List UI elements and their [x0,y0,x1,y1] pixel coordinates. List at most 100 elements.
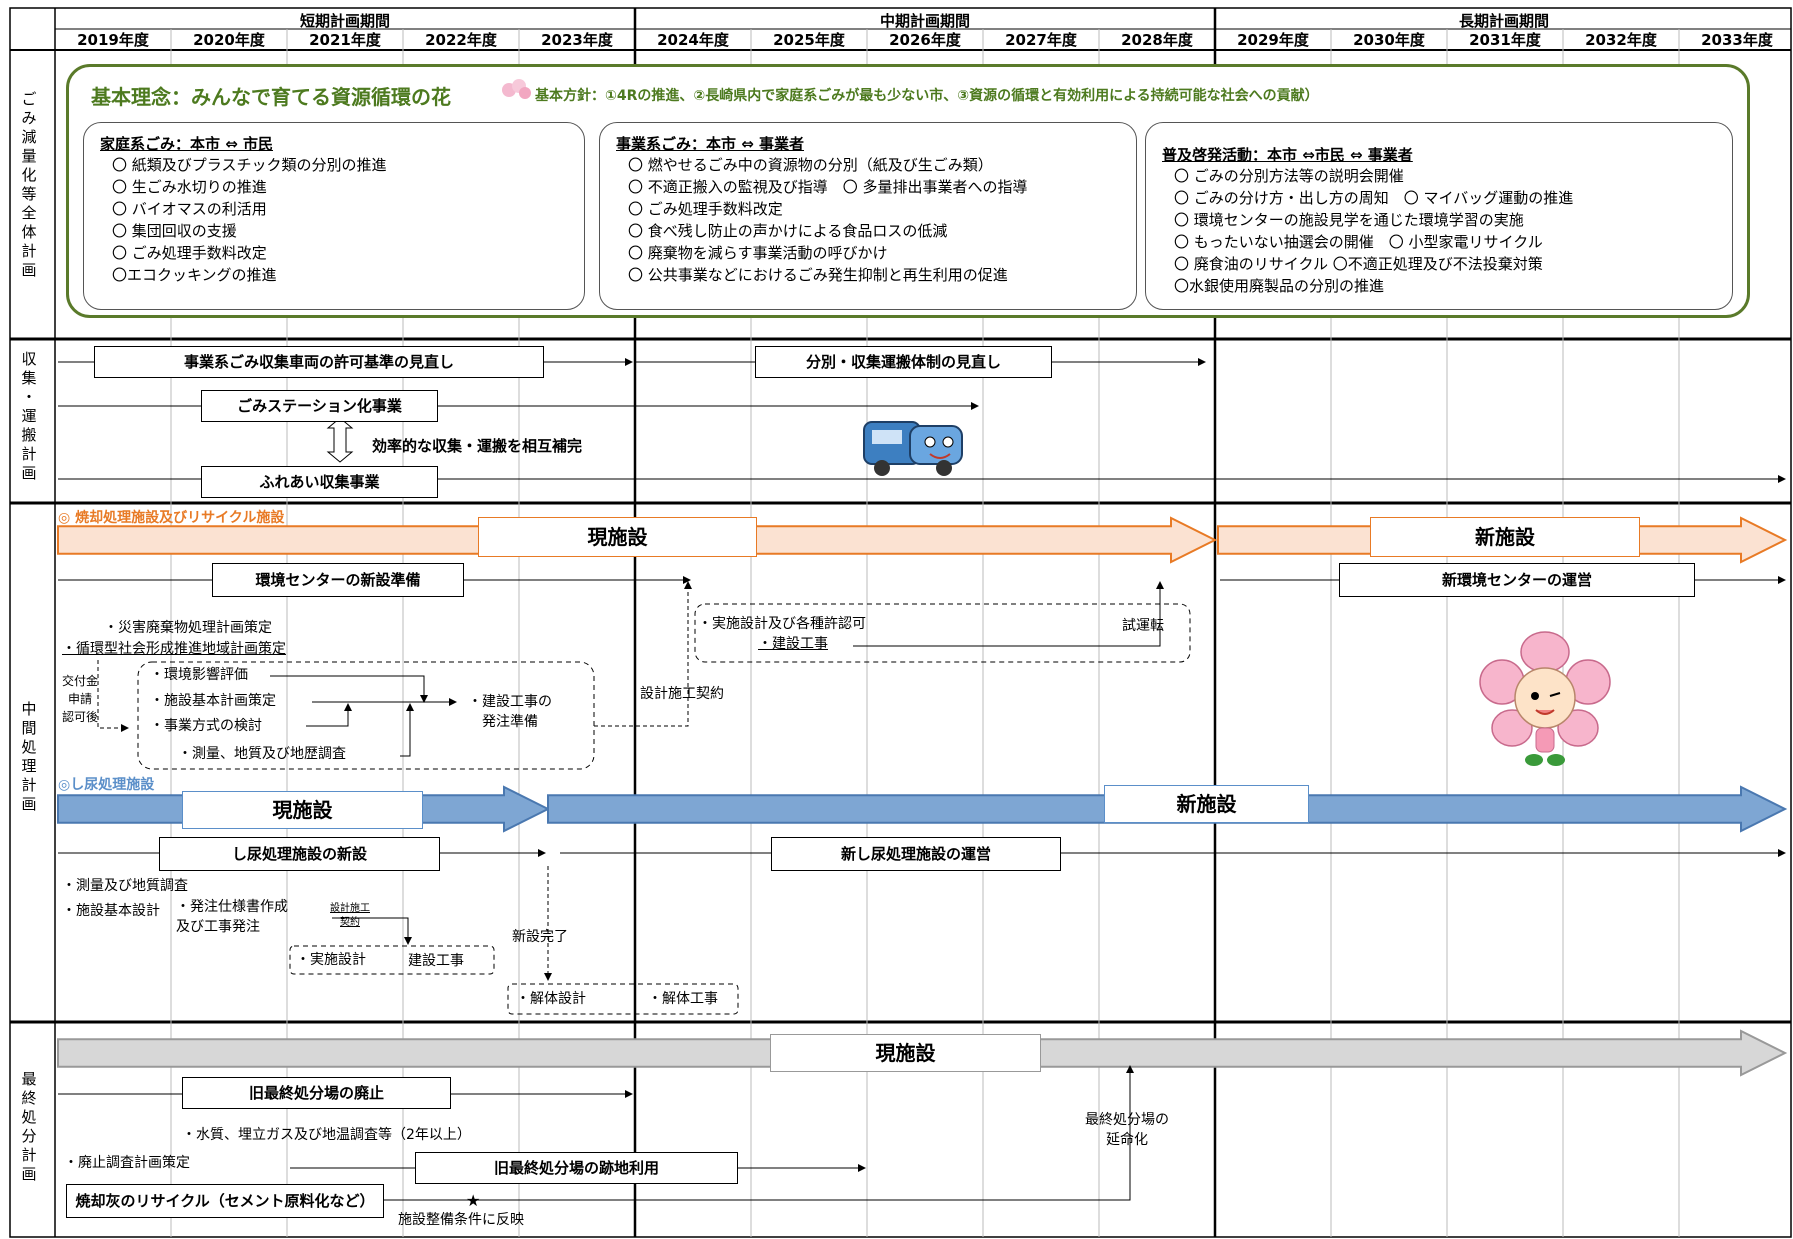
note-order-prep: ・建設工事の 発注準備 [468,694,552,730]
note-disaster-plan: ・災害廃棄物処理計画策定 [104,620,272,636]
year-header-cell: 2030年度 [1353,31,1425,49]
reduction-plan-panel: 基本理念：みんなで育てる資源循環の花 基本方針：①4Rの推進、②長崎県内で家庭系… [66,64,1750,318]
business-title: 事業系ごみ：本市 ⇔ 事業者 [616,135,805,153]
note-env-impact: ・環境影響評価 [150,667,248,683]
panel-list-item: 〇 ごみ処理手数料改定 [628,200,783,218]
note-grant: 交付金 申請 認可後 [62,674,99,724]
section-label-collection: 収集・運搬計画 [21,350,37,482]
ns-note-basic-design: ・施設基本設計 [62,903,160,919]
cherry-blossom-icon [502,79,531,99]
fureai-box: ふれあい収集事業 [201,466,438,498]
outer-frame [9,7,1792,1238]
panel-list-item: 〇 ごみ処理手数料改定 [112,244,267,262]
household-title: 家庭系ごみ：本市 ⇔ 市民 [100,135,274,153]
permit-review-box: 事業系ごみ収集車両の許可基準の見直し [94,346,544,378]
year-header-cell: 2029年度 [1237,31,1309,49]
reflect-note: 施設整備条件に反映 [398,1212,524,1228]
panel-list-item: 〇 燃やせるごみ中の資源物の分別（紙及び生ごみ類） [628,156,993,174]
basic-idea-title: 基本理念：みんなで育てる資源循環の花 [91,85,451,109]
awareness-title: 普及啓発活動：本市 ⇔市民 ⇔ 事業者 [1162,146,1413,164]
survey-connector [400,703,414,757]
flower-mascot-icon [1479,631,1611,766]
year-header-cell: 2020年度 [193,31,265,49]
nightsoil-op-box: 新し尿処理施設の運営 [771,837,1061,871]
final-survey-note: ・水質、埋立ガス及び地温調査等（2年以上） [182,1127,471,1143]
nightsoil-build-box: し尿処理施設の新設 [159,837,440,871]
ns-note-survey: ・測量及び地質調査 [62,878,188,894]
year-header-cell: 2031年度 [1469,31,1541,49]
business-list: 〇 燃やせるごみ中の資源物の分別（紙及び生ごみ類） 〇 不適正搬入の監視及び指導 … [628,154,1028,286]
panel-list-item: 〇 生ごみ水切りの推進 [112,178,267,196]
panel-list-item: 〇 環境センターの施設見学を通じた環境学習の実施 [1174,211,1524,229]
grant-connector [97,660,129,732]
panel-list-item: 〇 食べ残し防止の声かけによる食品ロスの低減 [628,222,948,240]
note-detail-design: ・実施設計及び各種許認可 [698,616,866,632]
year-header-cell: 2022年度 [425,31,497,49]
panel-list-item: 〇 廃棄物を減らす事業活動の呼びかけ [628,244,888,262]
year-header-cell: 2033年度 [1701,31,1773,49]
panel-list-item: 〇 紙類及びプラスチック類の分別の推進 [112,156,387,174]
panel-list-item: 〇 ごみの分別方法等の説明会開催 [1174,167,1404,185]
section-label-reduction: ごみ減量化等全体計画 [21,90,37,279]
year-header-cell: 2024年度 [657,31,729,49]
contract-connector [594,581,692,727]
construction-connector [853,581,1164,647]
year-header-cell: 2023年度 [541,31,613,49]
center-prep-box: 環境センターの新設準備 [212,563,464,597]
panel-list-item: 〇 不適正搬入の監視及び指導 〇 多量排出事業者への指導 [628,178,1028,196]
method-connector [306,703,352,727]
year-header-cell: 2021年度 [309,31,381,49]
note-basic-plan: ・施設基本計画策定 [150,693,276,709]
ns-note-detail: ・実施設計 [296,952,366,968]
awareness-panel: 普及啓発活動：本市 ⇔市民 ⇔ 事業者 〇 ごみの分別方法等の説明会開催〇 ごみ… [1145,122,1733,310]
complement-text: 効率的な収集・運搬を相互補完 [372,437,583,455]
reflect-star-icon: ★ [466,1191,480,1210]
year-header-cell: 2019年度 [77,31,149,49]
panel-list-item: 〇 ごみの分け方・出し方の周知 〇 マイバッグ運動の推進 [1174,189,1574,207]
garbage-truck-mascot-icon [863,421,963,476]
basic-policy-text: 基本方針：①4Rの推進、②長崎県内で家庭系ごみが最も少ない市、③資源の循環と有効… [535,88,1319,104]
section-label-final: 最終処分計画 [21,1070,37,1183]
extend-note: 最終処分場の 延命化 [1085,1112,1169,1148]
note-construction: ・建設工事 [758,636,828,652]
awareness-list: 〇 ごみの分別方法等の説明会開催〇 ごみの分け方・出し方の周知 〇 マイバッグ運… [1174,165,1573,297]
note-circular-plan: ・循環型社会形成推進地域計画策定 [62,641,286,657]
nightsoil-title: ◎し尿処理施設 [58,777,155,793]
year-header-cell: 2026年度 [889,31,961,49]
ns-note-demo-work: ・解体工事 [648,991,718,1007]
year-header-cell: 2025年度 [773,31,845,49]
env-impact-connector [270,675,428,703]
extend-connector [384,1065,1134,1201]
year-header-cell: 2027年度 [1005,31,1077,49]
planning-dashed-box [137,661,595,770]
incineration-current-box: 現施設 [478,517,757,557]
detail-design-dashed-box [694,603,1191,663]
complement-double-arrow [326,417,354,463]
period-long: 長期計画期間 [1458,12,1549,30]
final-current-box: 現施設 [770,1034,1041,1072]
note-survey: ・測量、地質及び地歴調査 [178,746,346,762]
final-plan-note: ・廃止調査計画策定 [64,1155,190,1171]
ash-recycle-box: 焼却灰のリサイクル（セメント原料化など） [66,1184,384,1218]
period-short: 短期計画期間 [299,12,390,30]
nightsoil-new-box: 新施設 [1104,785,1309,823]
year-header-cell: 2032年度 [1585,31,1657,49]
panel-list-item: 〇 廃食油のリサイクル 〇不適正処理及び不法投棄対策 [1174,255,1543,273]
period-mid: 中期計画期間 [879,12,970,30]
household-panel: 家庭系ごみ：本市 ⇔ 市民 〇 紙類及びプラスチック類の分別の推進〇 生ごみ水切… [83,122,585,310]
demolition-dashed-box [507,983,739,1015]
abolish-box: 旧最終処分場の廃止 [182,1077,451,1109]
incineration-title: ◎ 焼却処理施設及びリサイクル施設 [58,510,285,526]
panel-list-item: 〇 もったいない抽選会の開催 〇 小型家電リサイクル [1174,233,1543,251]
panel-list-item: 〇 バイオマスの利活用 [112,200,267,218]
center-op-box: 新環境センターの運営 [1339,563,1695,597]
ns-note-contract: 設計施工 契約 [330,903,370,928]
household-list: 〇 紙類及びプラスチック類の分別の推進〇 生ごみ水切りの推進〇 バイオマスの利活… [112,154,386,286]
year-header-cell: 2028年度 [1121,31,1193,49]
business-panel: 事業系ごみ：本市 ⇔ 事業者 〇 燃やせるごみ中の資源物の分別（紙及び生ごみ類）… [599,122,1137,310]
ns-note-build: 建設工事 [408,953,464,969]
station-box: ごみステーション化事業 [201,390,438,422]
ns-note-complete: 新設完了 [512,929,568,945]
note-method: ・事業方式の検討 [150,718,262,734]
